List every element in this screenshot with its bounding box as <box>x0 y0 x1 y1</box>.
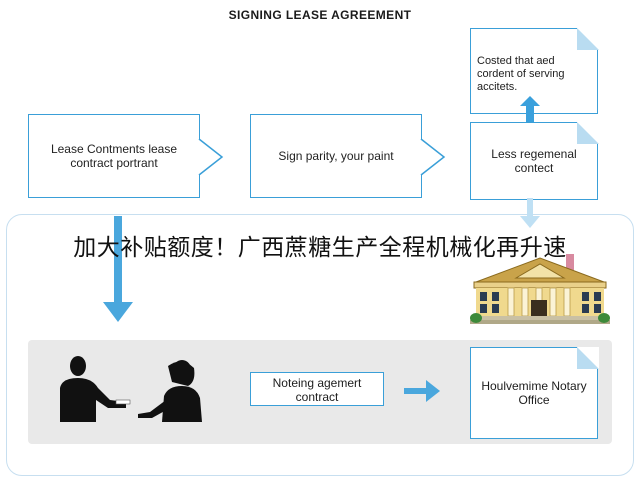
businessman-icon <box>60 356 131 422</box>
arrow-down-icon <box>103 216 133 322</box>
box-top-right-text: Costed that aed cordent of serving accit… <box>477 55 565 93</box>
box-step-1-text: Lease Contments lease contract portrant <box>50 142 178 170</box>
box-step-3: Less regemenal contect <box>470 121 599 200</box>
chevron-right-icon <box>198 138 224 176</box>
page-fold <box>576 346 599 369</box>
box-notary-office: Houlvemime Notary Office <box>470 346 599 439</box>
page-fold <box>576 121 599 144</box>
box-notary-text: Houlvemime Notary Office <box>481 379 587 407</box>
box-step-1: Lease Contments lease contract portrant <box>28 114 200 198</box>
overlay-caption: 加大补贴额度！广西蔗糖生产全程机械化再升速 <box>73 235 567 261</box>
arrow-right-icon <box>404 380 440 402</box>
box-noting: Noteing agemert contract <box>250 372 384 406</box>
box-step-2: Sign parity, your paint <box>250 114 422 198</box>
arrow-down-icon <box>520 198 540 228</box>
chevron-right-icon <box>420 138 446 176</box>
box-noting-text: Noteing agemert contract <box>272 376 362 404</box>
box-top-right: Costed that aed cordent of serving accit… <box>470 27 599 114</box>
page-fold <box>576 27 599 50</box>
box-step-2-text: Sign parity, your paint <box>278 149 394 163</box>
diagram-title: SIGNING LEASE AGREEMENT <box>228 8 412 22</box>
box-step-3-text: Less regemenal contect <box>491 147 577 175</box>
businesswoman-icon <box>138 360 202 422</box>
building-icon <box>470 254 610 324</box>
